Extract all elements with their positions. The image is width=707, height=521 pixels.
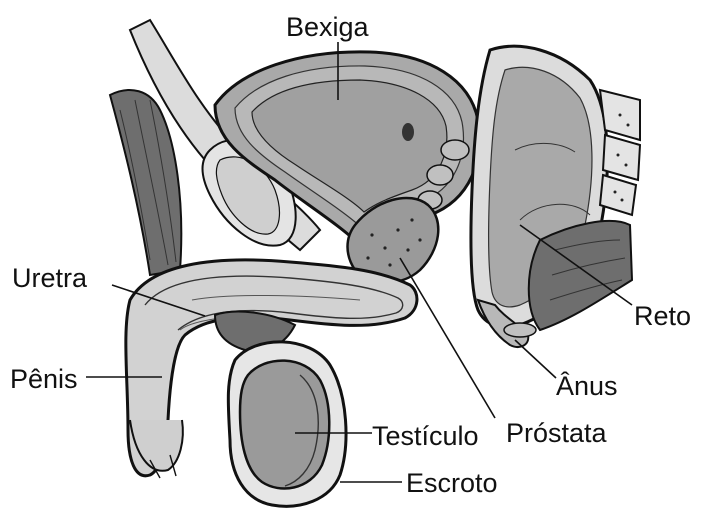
sacrum [600,90,640,215]
label-anus: Ânus [556,370,618,401]
label-penis: Pênis [10,364,78,394]
label-bexiga: Bexiga [286,12,370,42]
leader-anus [515,340,556,378]
label-uretra: Uretra [12,263,88,293]
label-testiculo: Testículo [372,421,479,451]
pelvic-muscle-left [110,90,181,275]
label-prostata: Próstata [506,418,608,448]
testicle [240,361,329,489]
pelvic-muscle-right [529,221,632,330]
label-reto: Reto [634,301,691,331]
label-escroto: Escroto [406,468,498,498]
